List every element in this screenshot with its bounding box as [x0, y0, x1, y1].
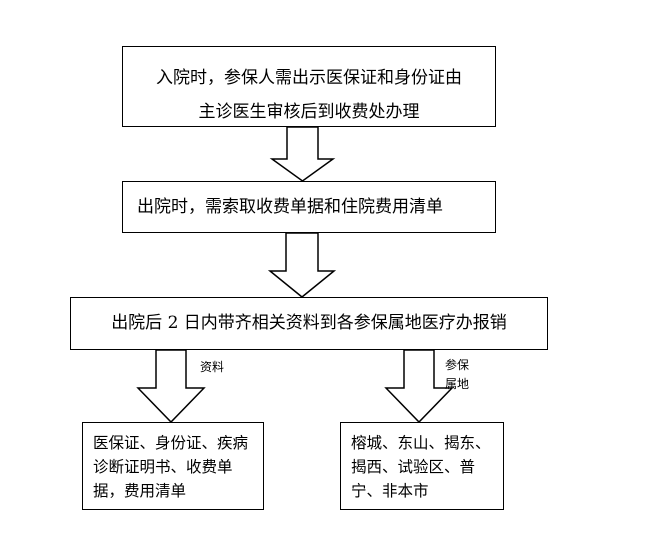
step1-line1: 入院时，参保人需出示医保证和身份证由: [156, 68, 462, 88]
step1-line2: 主诊医生审核后到收费处办理: [198, 102, 420, 122]
regions-box: 榕城、东山、揭东、 揭西、试验区、普 宁、非本市: [340, 422, 504, 510]
arrow-down-right-branch: [384, 349, 454, 424]
documents-line2: 诊断证明书、收费单: [93, 458, 233, 476]
right-branch-label-line1: 参保: [445, 358, 470, 372]
documents-line1: 医保证、身份证、疾病: [93, 434, 249, 452]
documents-line3: 据，费用清单: [93, 482, 187, 500]
arrow-down-2: [267, 232, 337, 298]
right-branch-label: 参保 属地: [445, 356, 469, 394]
step1-box: 入院时，参保人需出示医保证和身份证由 主诊医生审核后到收费处办理: [122, 46, 496, 127]
left-branch-label: 资料: [200, 360, 225, 374]
regions-line3: 宁、非本市: [351, 482, 429, 500]
arrow-down-left-branch: [136, 349, 206, 424]
step3-box: 出院后 2 日内带齐相关资料到各参保属地医疗办报销: [70, 297, 548, 350]
step3-text: 出院后 2 日内带齐相关资料到各参保属地医疗办报销: [111, 313, 507, 333]
step2-box: 出院时，需索取收费单据和住院费用清单: [122, 181, 496, 233]
step2-text: 出院时，需索取收费单据和住院费用清单: [137, 197, 443, 217]
documents-box: 医保证、身份证、疾病 诊断证明书、收费单 据，费用清单: [82, 422, 264, 510]
regions-line2: 揭西、试验区、普: [351, 458, 476, 476]
arrow-down-1: [269, 126, 336, 182]
right-branch-label-line2: 属地: [445, 377, 470, 391]
regions-line1: 榕城、东山、揭东、: [351, 434, 491, 452]
